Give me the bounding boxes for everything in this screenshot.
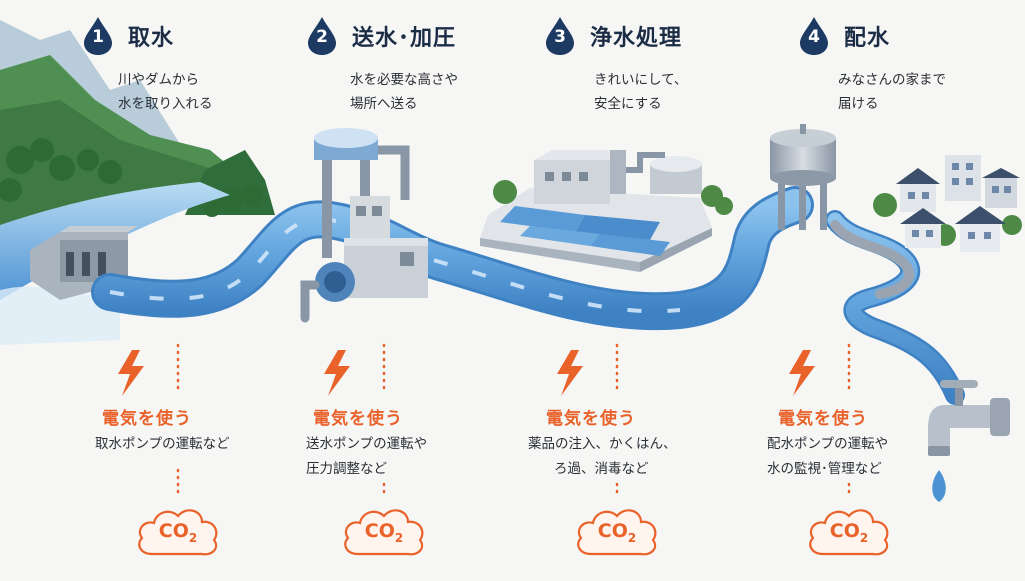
dotted-connectors — [176, 343, 851, 500]
co2-label: CO2 — [158, 520, 198, 545]
co2-cloud-icon: CO2 — [803, 500, 895, 562]
electricity-label: 電気を使う — [102, 409, 192, 429]
step-number: 3 — [554, 27, 566, 47]
step-title: 配水 — [844, 26, 891, 51]
step-3-description: きれいにして、 安全にする — [594, 68, 687, 116]
usage-line: 送水ポンプの運転や — [306, 436, 428, 452]
step-1-description: 川やダムから 水を取り入れる — [118, 68, 213, 116]
description-line: 届ける — [838, 96, 879, 112]
step-2-description: 水を必要な高さや 場所へ送る — [350, 68, 458, 116]
lightning-bolt-icon — [118, 350, 144, 396]
lightning-bolt-icon — [557, 350, 583, 396]
usage-line: 薬品の注入、かくはん、 — [528, 436, 677, 452]
step-title: 送水･加圧 — [352, 26, 457, 51]
step-4-description: みなさんの家まで 届ける — [838, 68, 946, 116]
electricity-usage-description: 薬品の注入、かくはん、 ろ過、消毒など — [528, 432, 677, 482]
treatment-plant — [480, 150, 733, 272]
step-title: 浄水処理 — [590, 26, 683, 51]
lightning-bolt-icon — [324, 350, 350, 396]
co2-label: CO2 — [829, 520, 869, 545]
co2-cloud-icon: CO2 — [132, 500, 224, 562]
electricity-label: 電気を使う — [546, 409, 636, 429]
electricity-usage-description: 取水ポンプの運転など — [95, 432, 230, 457]
co2-cloud-icon: CO2 — [571, 500, 663, 562]
pump-station — [300, 128, 428, 323]
description-line: 水を取り入れる — [118, 96, 213, 112]
usage-line: 水の監視･管理など — [767, 461, 882, 477]
co2-label: CO2 — [597, 520, 637, 545]
step-1-header: 1 取水 — [82, 16, 174, 56]
lightning-bolt-icon — [789, 350, 815, 396]
step-title: 取水 — [128, 26, 175, 51]
usage-line: 取水ポンプの運転など — [95, 436, 230, 452]
water-drop-icon: 4 — [798, 16, 830, 56]
faucet-icon — [928, 380, 1010, 502]
description-line: 場所へ送る — [350, 96, 418, 112]
residential-houses — [873, 155, 1022, 252]
step-number: 1 — [92, 27, 104, 47]
step-3-header: 3 浄水処理 — [544, 16, 682, 56]
step-number: 4 — [808, 27, 820, 47]
usage-line: ろ過、消毒など — [554, 461, 649, 477]
description-line: きれいにして、 — [594, 72, 688, 88]
step-number: 2 — [316, 27, 328, 47]
electricity-label: 電気を使う — [778, 409, 868, 429]
water-drop-icon: 3 — [544, 16, 576, 56]
electricity-usage-description: 配水ポンプの運転や 水の監視･管理など — [767, 432, 888, 482]
usage-line: 配水ポンプの運転や — [767, 436, 889, 452]
electricity-usage-description: 送水ポンプの運転や 圧力調整など — [306, 432, 427, 482]
water-drop-icon: 1 — [82, 16, 114, 56]
description-line: 水を必要な高さや — [350, 72, 458, 88]
co2-cloud-icon: CO2 — [338, 500, 430, 562]
description-line: 川やダムから — [118, 72, 199, 88]
river — [0, 182, 230, 300]
step-2-header: 2 送水･加圧 — [306, 16, 456, 56]
co2-label: CO2 — [364, 520, 404, 545]
water-drop-icon: 2 — [306, 16, 338, 56]
water-tower — [770, 124, 836, 230]
description-line: 安全にする — [594, 96, 662, 112]
usage-line: 圧力調整など — [306, 461, 387, 477]
electricity-label: 電気を使う — [313, 409, 403, 429]
description-line: みなさんの家まで — [838, 72, 946, 88]
step-4-header: 4 配水 — [798, 16, 890, 56]
